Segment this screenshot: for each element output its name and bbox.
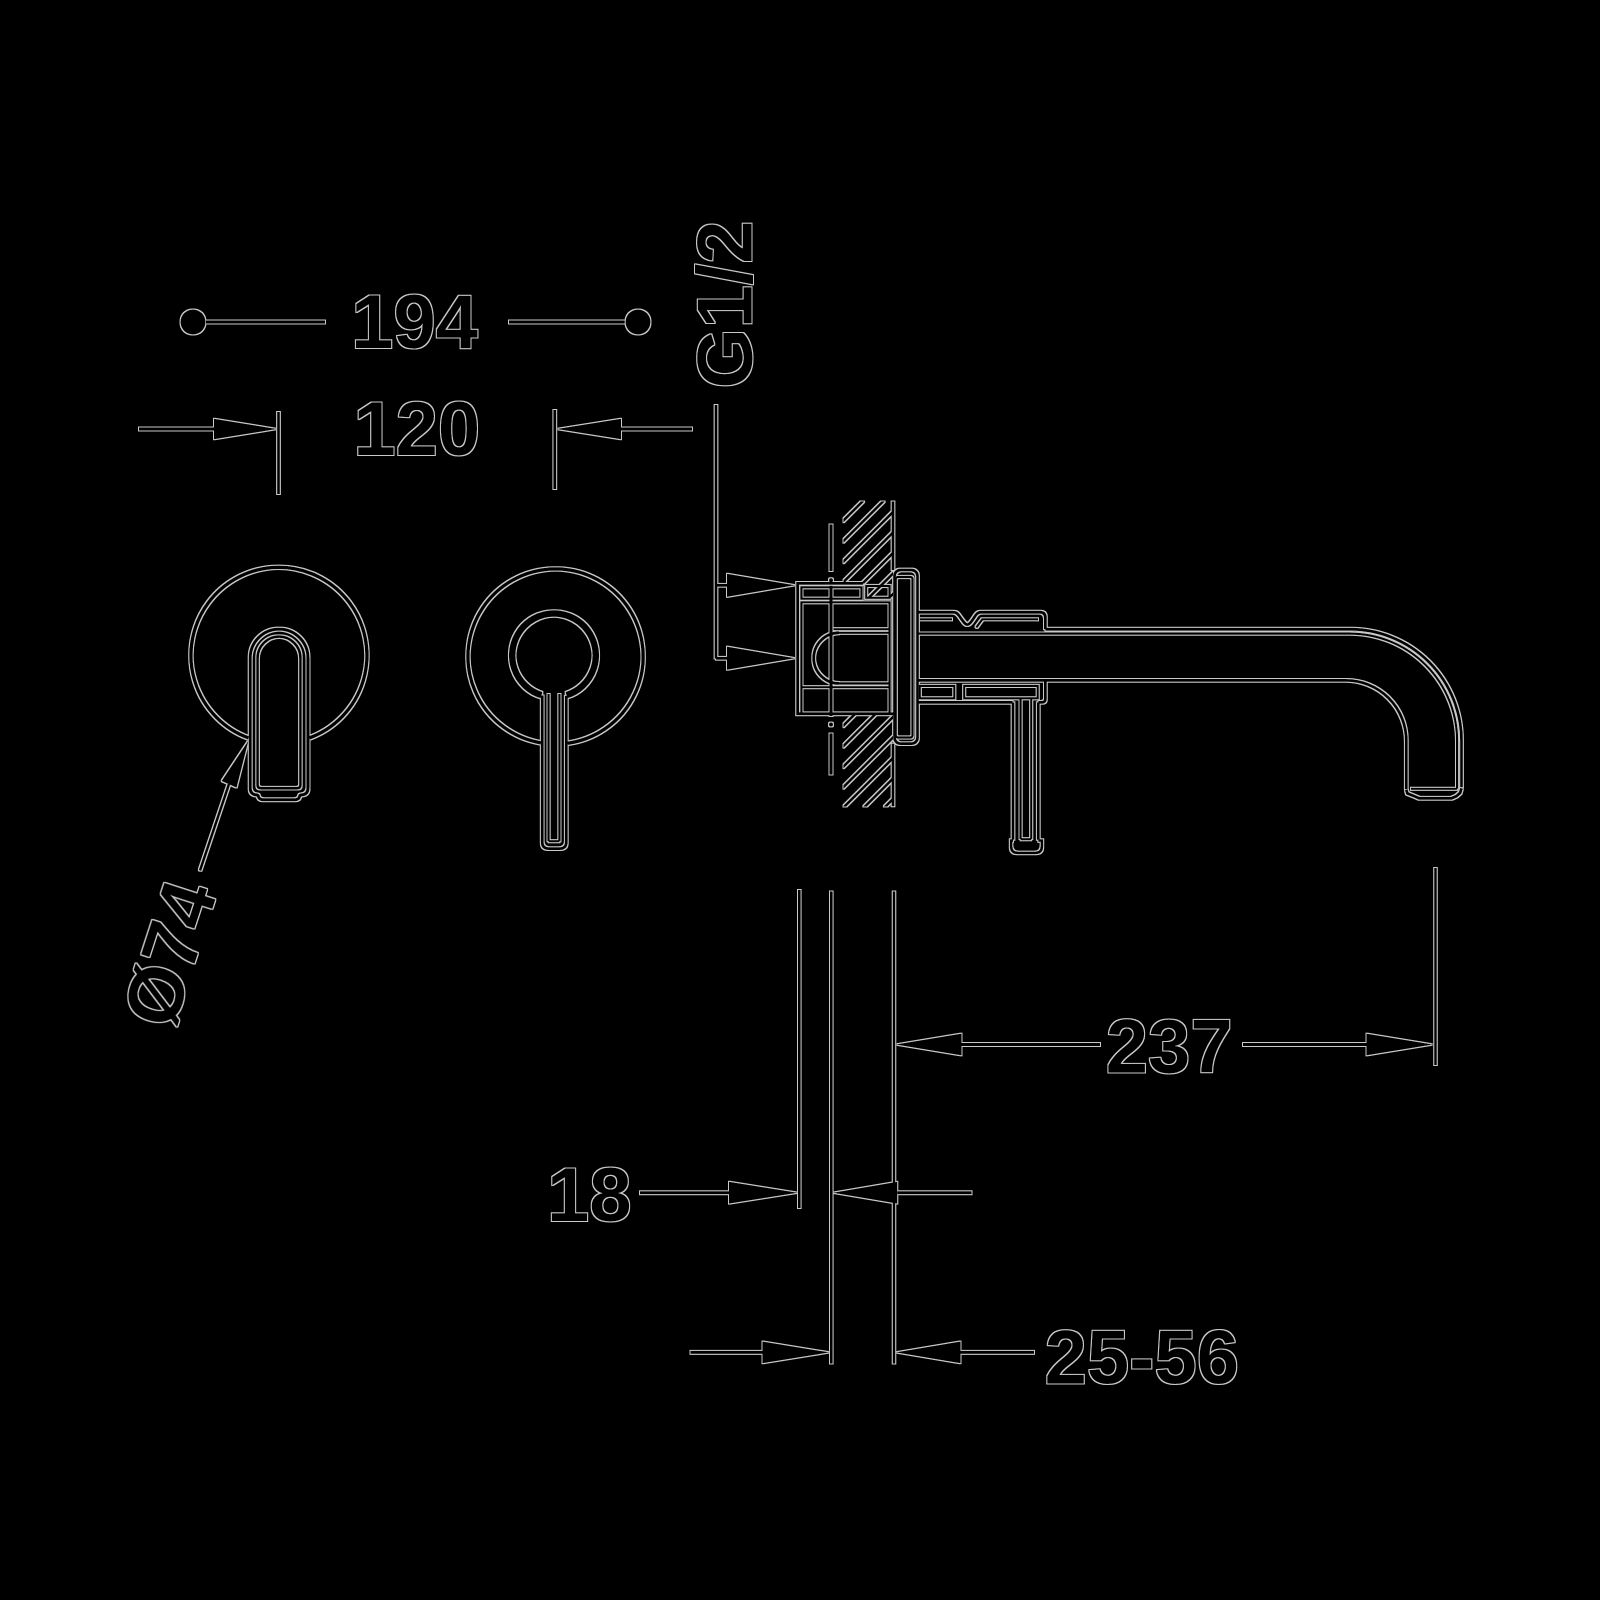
svg-text:194: 194 (351, 280, 478, 365)
svg-text:120: 120 (353, 387, 480, 472)
svg-text:25-56: 25-56 (1045, 1316, 1239, 1401)
svg-text:G1/2: G1/2 (683, 220, 769, 388)
svg-text:237: 237 (1106, 1005, 1233, 1090)
svg-text:18: 18 (547, 1153, 632, 1238)
